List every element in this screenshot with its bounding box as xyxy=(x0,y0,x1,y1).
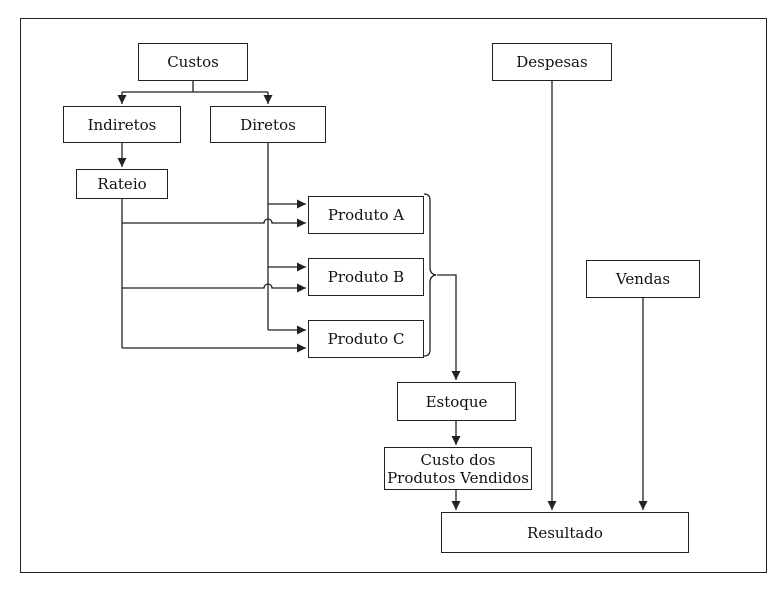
node-produto-a-label: Produto A xyxy=(327,206,405,224)
node-produto-c: Produto C xyxy=(308,320,424,358)
node-custos: Custos xyxy=(138,43,248,81)
node-custos-label: Custos xyxy=(167,53,219,71)
node-resultado: Resultado xyxy=(441,512,689,553)
diagram-frame xyxy=(20,18,767,573)
node-despesas: Despesas xyxy=(492,43,612,81)
node-vendas: Vendas xyxy=(586,260,700,298)
arrow-products-estoque xyxy=(437,274,461,380)
arrow-rateio-produto-a xyxy=(122,218,306,228)
node-diretos-label: Diretos xyxy=(240,115,296,134)
node-produto-a: Produto A xyxy=(308,196,424,234)
node-vendas-label: Vendas xyxy=(615,270,671,288)
node-estoque: Estoque xyxy=(397,382,516,421)
node-indiretos-label: Indiretos xyxy=(87,115,157,134)
node-estoque-label: Estoque xyxy=(425,392,488,411)
node-produto-c-label: Produto C xyxy=(327,330,405,348)
products-brace xyxy=(423,193,437,357)
node-produto-b: Produto B xyxy=(308,258,424,296)
node-resultado-label: Resultado xyxy=(527,523,603,542)
node-produto-b-label: Produto B xyxy=(327,268,405,286)
node-despesas-label: Despesas xyxy=(516,53,588,71)
connector-custos-split xyxy=(122,81,268,93)
node-cpv-label-line1: Custo dos xyxy=(420,450,496,469)
node-rateio-label: Rateio xyxy=(97,175,147,193)
node-indiretos: Indiretos xyxy=(63,106,181,143)
node-rateio: Rateio xyxy=(76,169,168,199)
node-custo-produtos-vendidos: Custo dos Produtos Vendidos xyxy=(384,447,532,490)
arrow-rateio-produto-b xyxy=(122,283,306,293)
node-cpv-label-line2: Produtos Vendidos xyxy=(387,468,529,487)
node-diretos: Diretos xyxy=(210,106,326,143)
